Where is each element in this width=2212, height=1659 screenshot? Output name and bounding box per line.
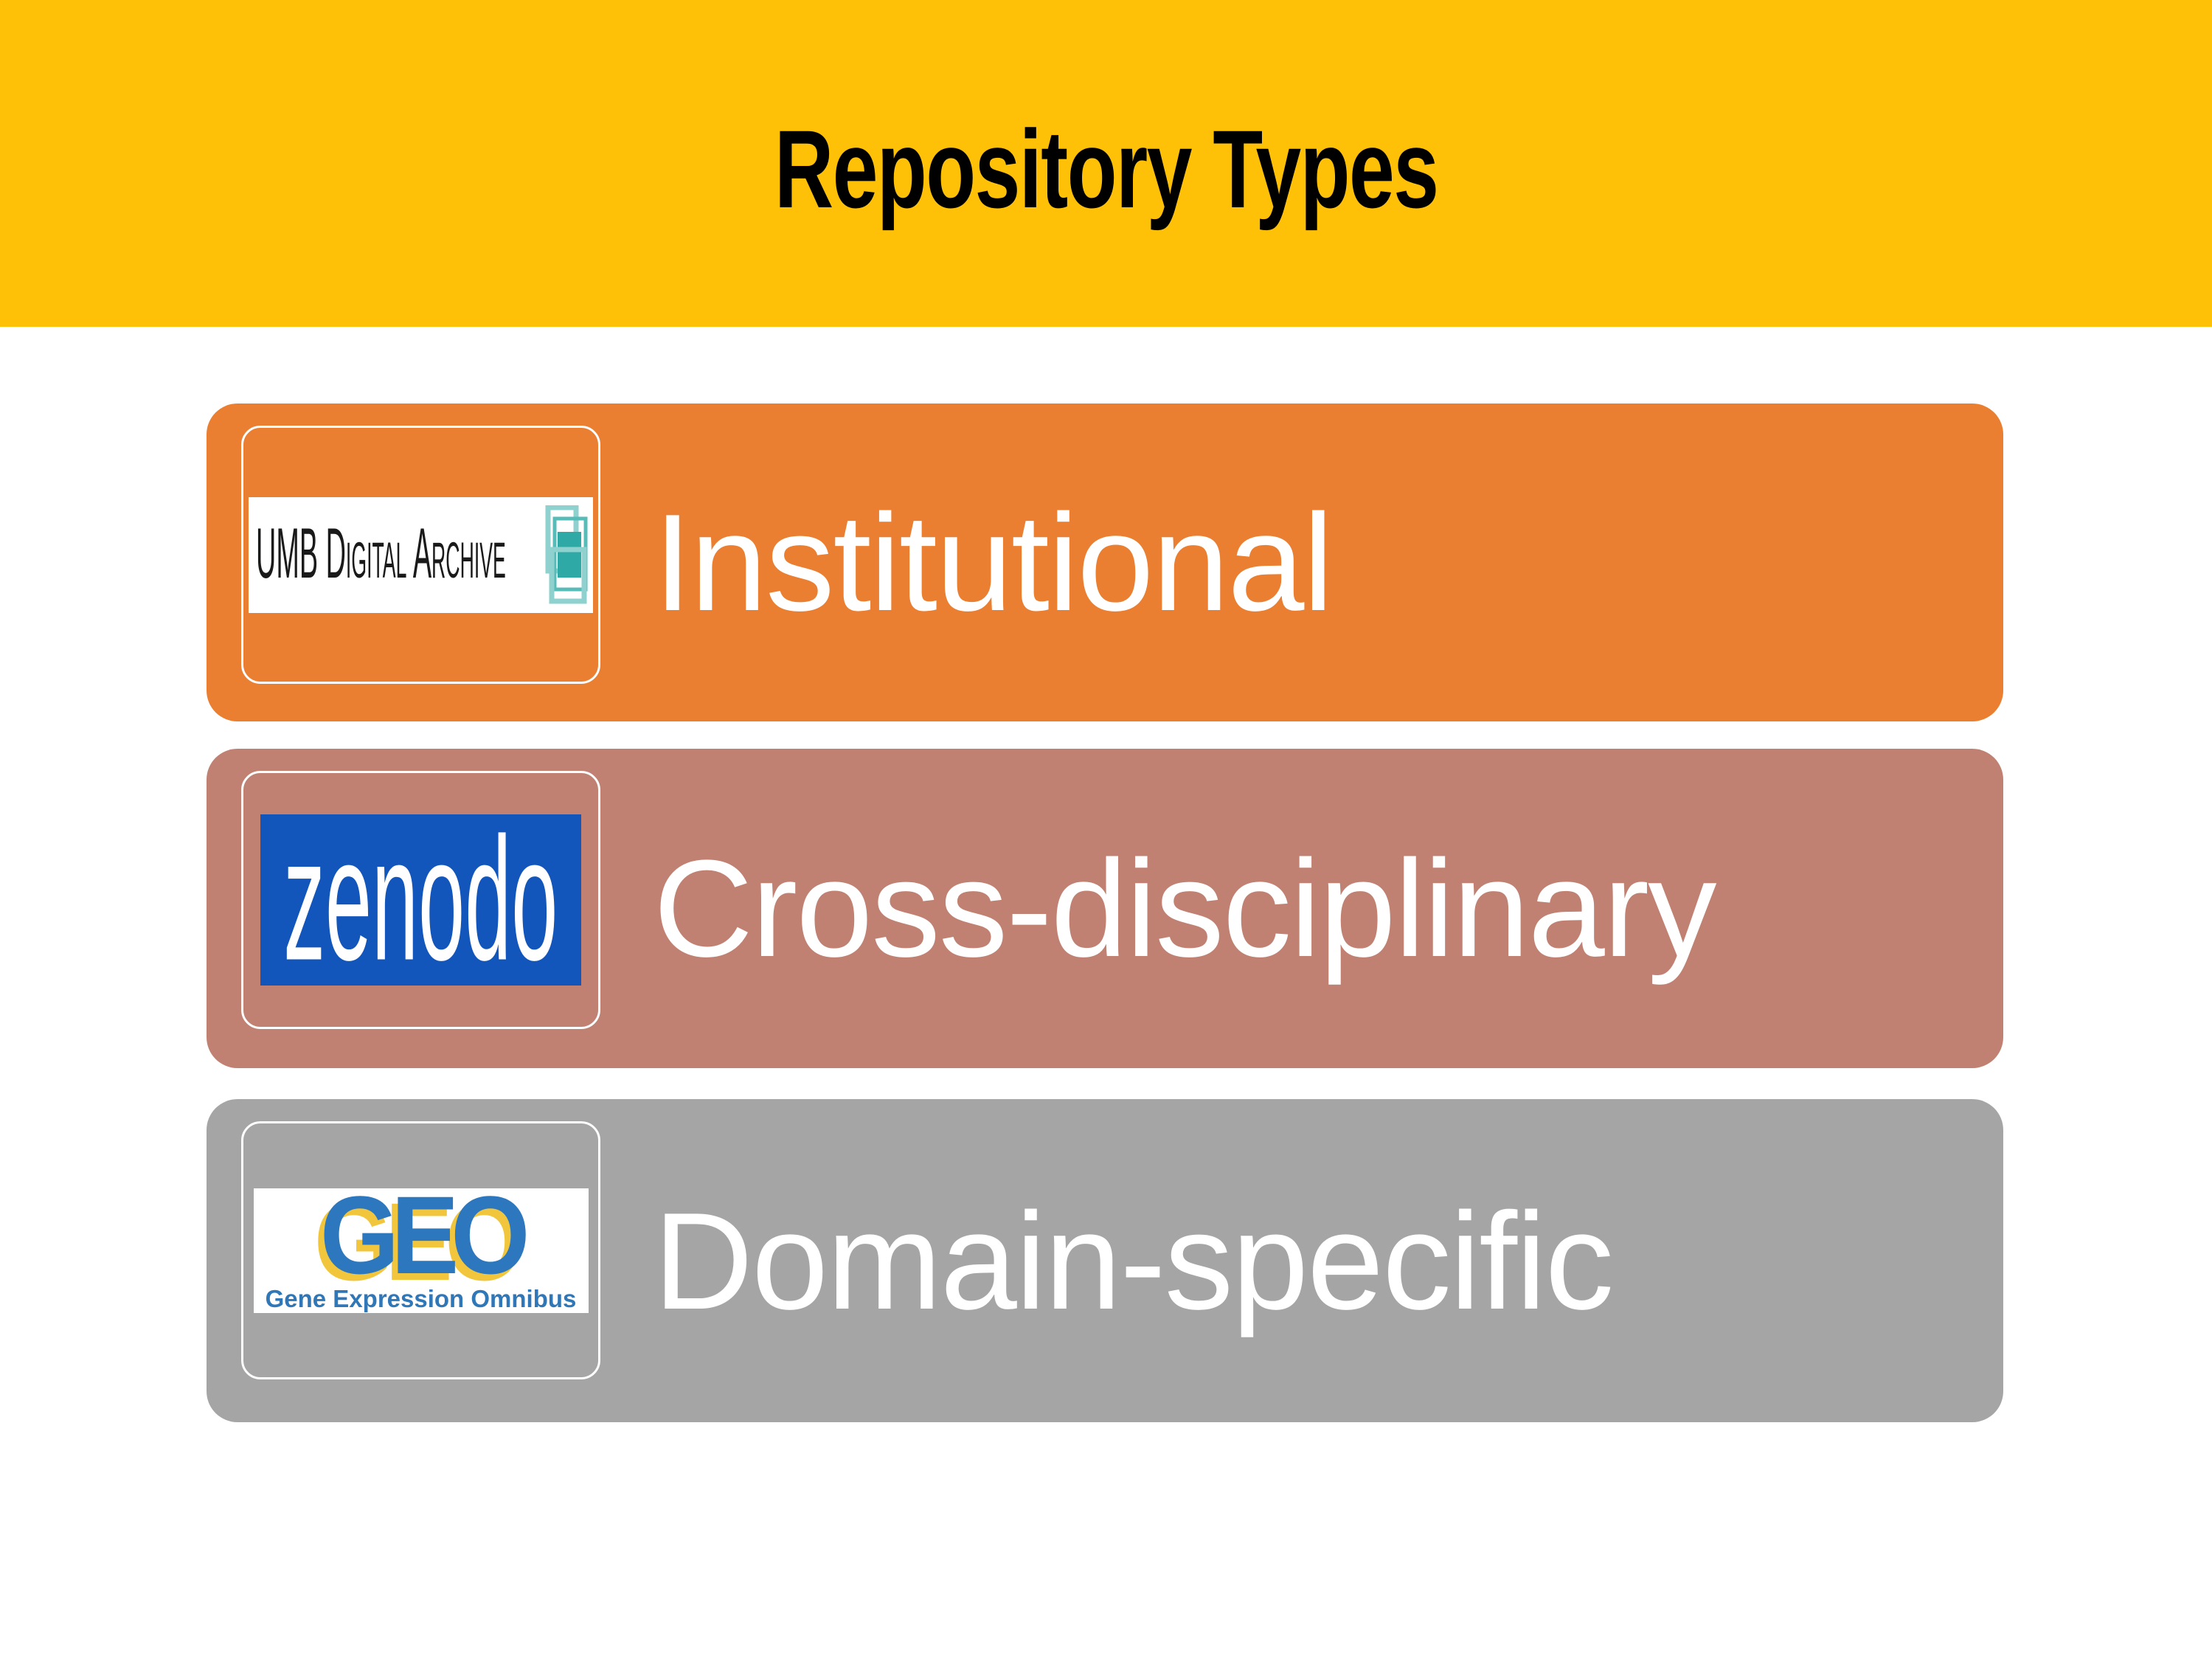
umb-pages-icon [545, 505, 588, 603]
umb-digital-archive-logo: UMB Digital Archive [249, 496, 593, 613]
zenodo-logo-text: zenodo [283, 801, 558, 997]
page-title: Repository Types [658, 94, 1555, 233]
geo-logo-card: GEO Gene Expression Omnibus [241, 1121, 600, 1379]
page-title-text: Repository Types [774, 107, 1439, 231]
umb-logo-text: UMB Digital Archive [256, 514, 506, 594]
zenodo-logo-card: zenodo [241, 771, 600, 1029]
repository-row-institutional: UMB Digital Archive Institutional [207, 404, 2003, 721]
geo-logo-subtitle: Gene Expression Omnibus [265, 1284, 577, 1312]
repository-row-domain-specific: GEO Gene Expression Omnibus Domain-speci… [207, 1099, 2003, 1422]
geo-logo-mark: GEO [319, 1172, 530, 1297]
row-label-institutional: Institutional [653, 485, 1334, 640]
row-label-domain-specific: Domain-specific [653, 1183, 1614, 1338]
title-band: Repository Types [0, 0, 2212, 327]
repository-row-cross-disciplinary: zenodo Cross-disciplinary [207, 749, 2003, 1068]
row-label-cross-disciplinary: Cross-disciplinary [653, 831, 1717, 986]
geo-logo: GEO Gene Expression Omnibus [253, 1172, 589, 1313]
zenodo-logo: zenodo [260, 801, 581, 997]
umb-logo-card: UMB Digital Archive [241, 426, 600, 684]
